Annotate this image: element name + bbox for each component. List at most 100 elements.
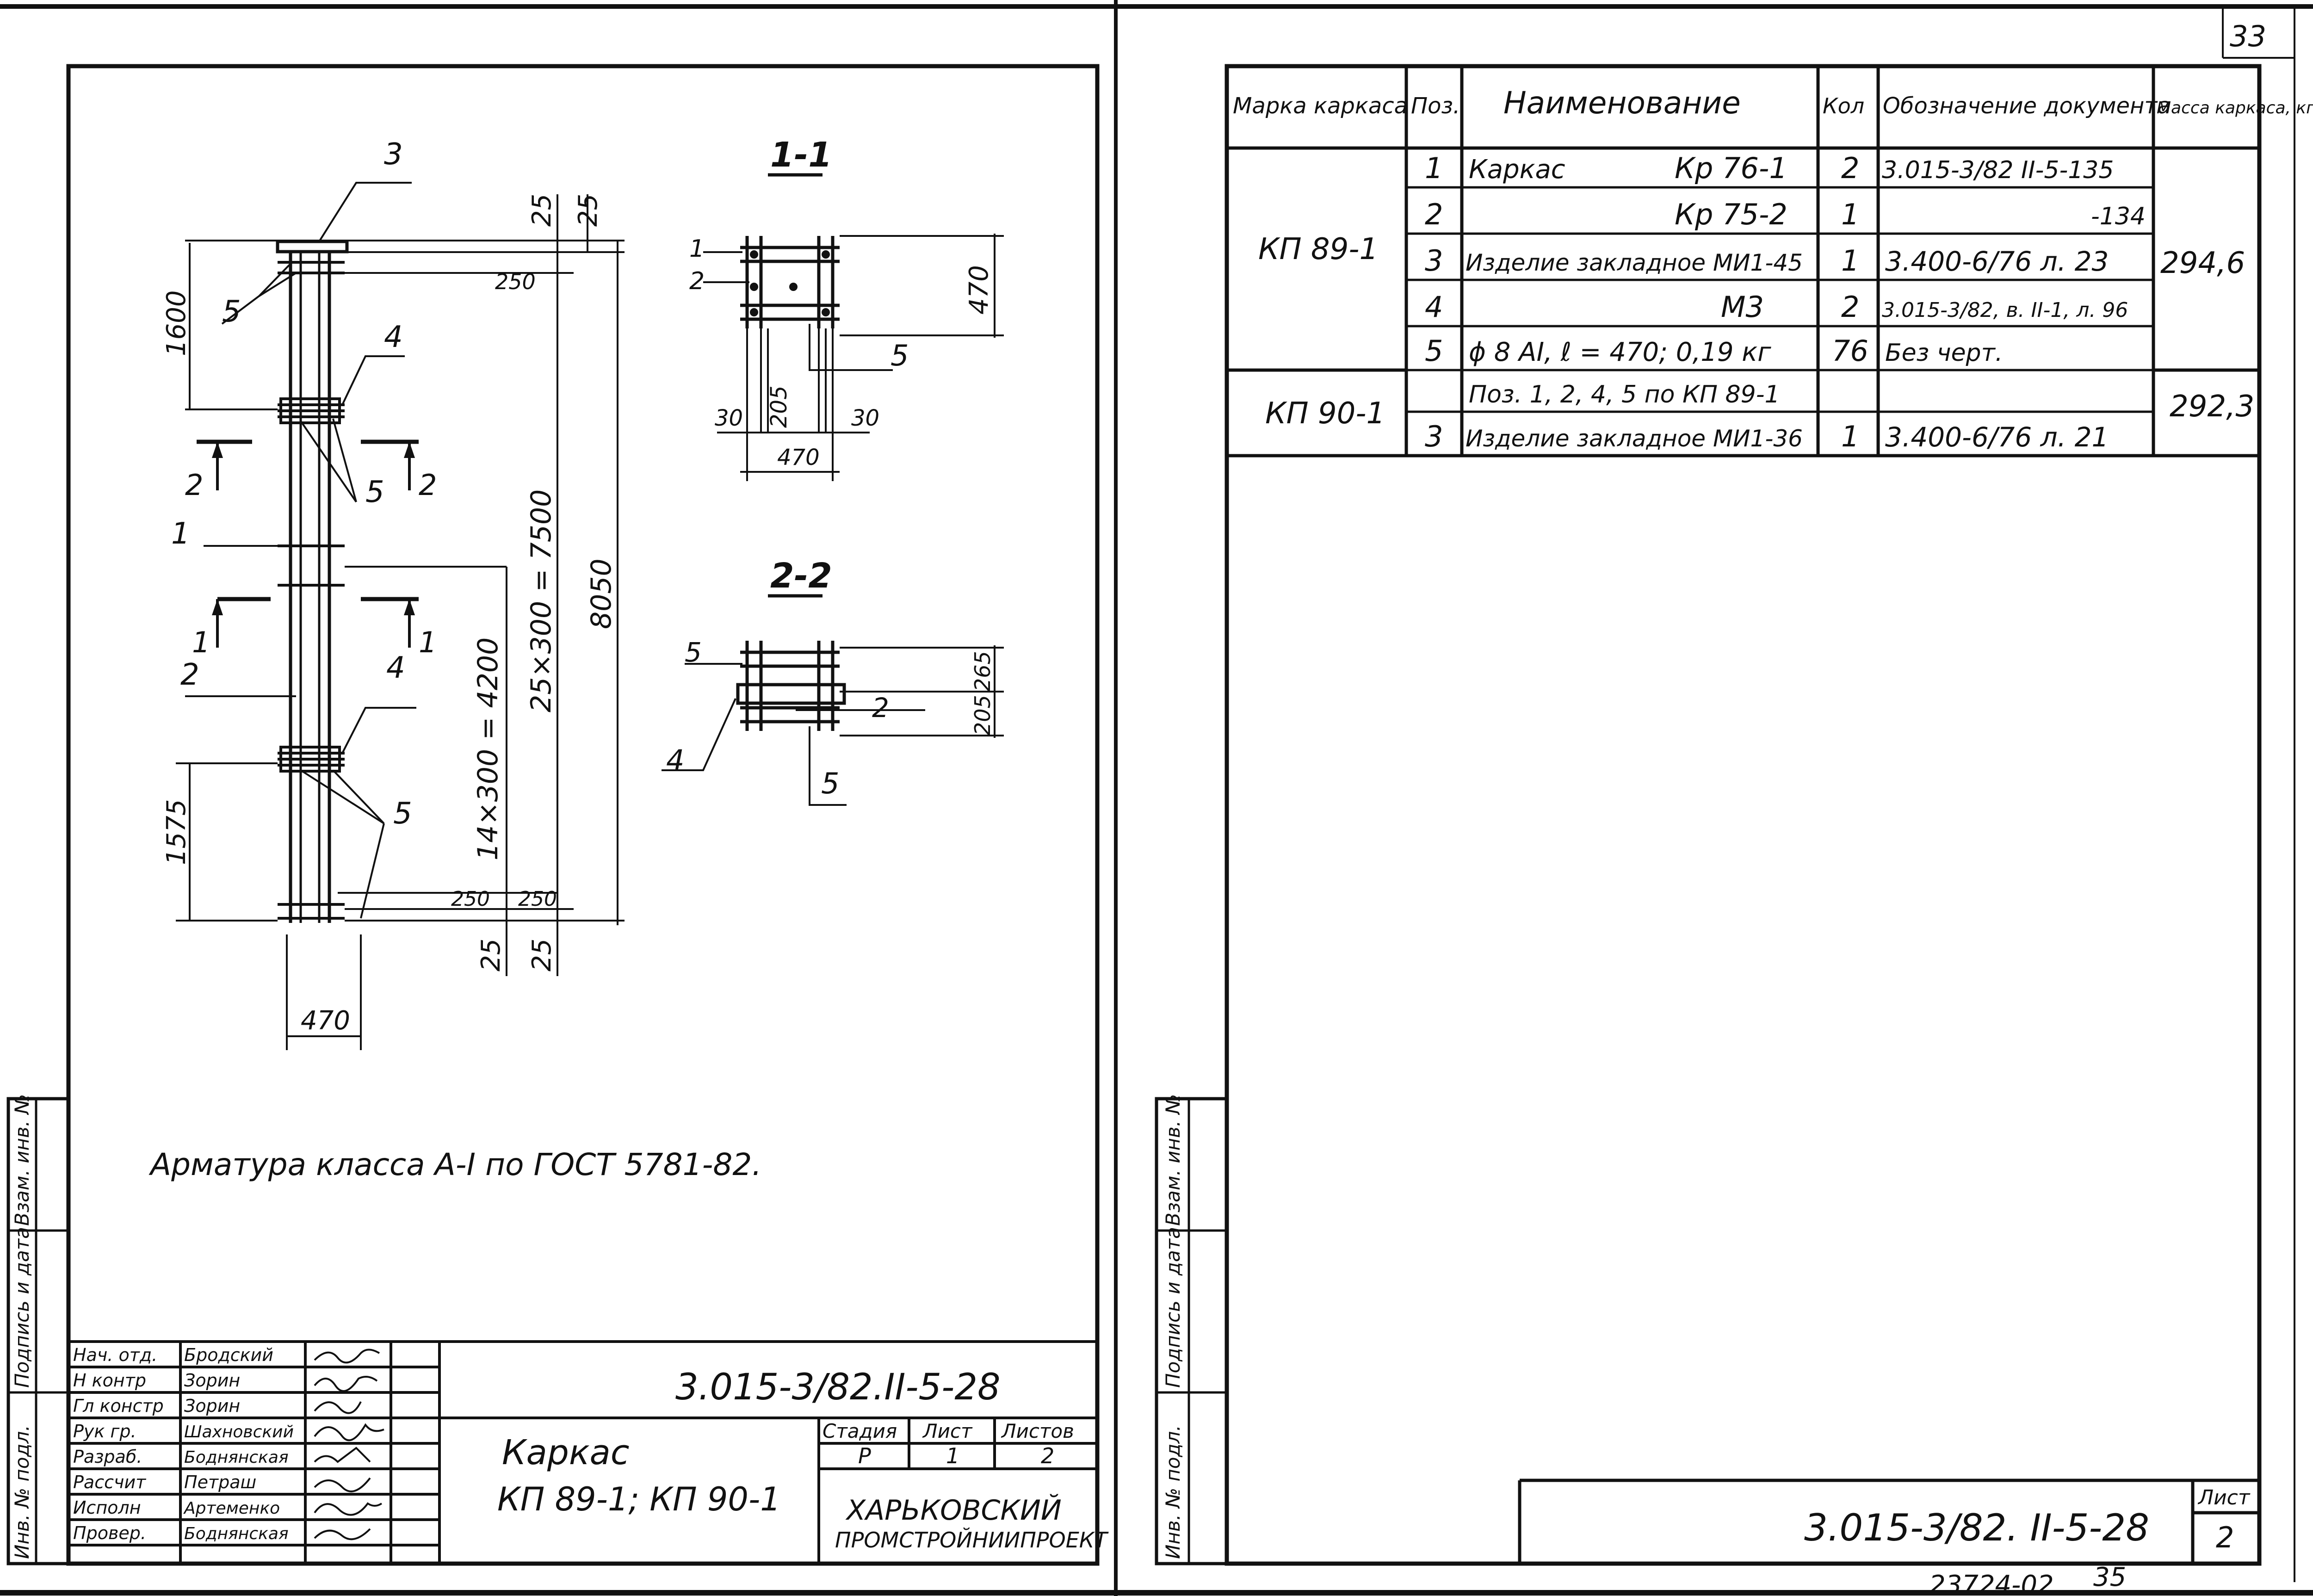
dim-7500: 25×300 = 7500	[525, 489, 557, 712]
group-mark-2: КП 90-1	[1265, 396, 1385, 431]
sec22-label-5: 5	[685, 637, 702, 668]
sec22-label-2: 2	[872, 692, 889, 724]
tb-role-2: Н контр	[73, 1370, 146, 1391]
sec11-dim-470-bottom: 470	[777, 445, 820, 470]
section-mark-1-right: 1	[419, 625, 437, 659]
spec-table: Марка каркаса Поз. Наименование Кол Обоз…	[1227, 66, 2313, 458]
group-mass-1: 294,6	[2160, 246, 2245, 280]
row1-pos: 1	[1425, 151, 1443, 185]
sec11-dim-470-right: 470	[964, 265, 994, 315]
tb-sheets-value: 2	[1041, 1443, 1054, 1468]
row7-qty: 1	[1841, 420, 1859, 453]
row3-qty: 1	[1841, 244, 1859, 278]
tb-sheet-header: Лист	[922, 1420, 973, 1442]
tb-role-4: Рук гр.	[73, 1421, 136, 1441]
row7-name-a: Изделие закладное МИ1-36	[1466, 425, 1803, 452]
tb-role-6: Рассчит	[73, 1472, 147, 1492]
reinforcement-note: Арматура класса А-I по ГОСТ 5781-82.	[148, 1147, 761, 1182]
th-mass: Масса каркаса, кг	[2157, 99, 2313, 118]
dim-250-top: 250	[495, 269, 536, 294]
sec22-dim-265: 265	[970, 651, 995, 692]
dim-8050: 8050	[585, 558, 618, 629]
row1-doc: 3.015-3/82 II-5-135	[1882, 156, 2114, 184]
callout-3: 3	[384, 137, 403, 172]
tb-role-7: Исполн	[73, 1497, 141, 1518]
tb-name-6: Петраш	[184, 1472, 256, 1492]
right-doc-code: 3.015-3/82. II-5-28	[1804, 1506, 2149, 1549]
dim-25-top-a: 25	[527, 194, 557, 227]
tb-org-line1: ХАРЬКОВСКИЙ	[845, 1494, 1062, 1527]
row5-qty: 76	[1832, 334, 1868, 368]
th-qty: Кол	[1823, 93, 1864, 118]
row1-name-b: Кр 76-1	[1675, 151, 1787, 185]
right-sheet: Инв. № подл. Подпись и дата Взам. инв. №	[1155, 64, 2313, 1566]
right-stamp-sign: Подпись и дата	[1162, 1227, 1184, 1388]
section-mark-2-left: 2	[185, 468, 203, 502]
tb-stage-value: Р	[858, 1443, 871, 1468]
tb-object-marks: КП 89-1; КП 90-1	[497, 1480, 781, 1518]
row3-doc: 3.400-6/76 л. 23	[1885, 246, 2109, 277]
archive-number: 23724-02	[1929, 1570, 2054, 1596]
right-stamp-replace: Взам. инв. №	[1162, 1094, 1184, 1226]
row3-pos: 3	[1425, 244, 1443, 278]
callout-5-top: 5	[222, 295, 241, 329]
row5-name-a: ϕ 8 АI, ℓ = 470; 0,19 кг	[1469, 337, 1771, 367]
row4-name-b: М3	[1721, 290, 1764, 324]
left-title-block: Нач. отд. Н контр Гл констр Рук гр. Разр…	[68, 1340, 1109, 1564]
section-mark-1-left: 1	[192, 625, 210, 659]
sec22-label-4: 4	[666, 743, 684, 777]
row6-name-a: Поз. 1, 2, 4, 5 по КП 89-1	[1469, 381, 1780, 408]
embedded-plate-top	[276, 240, 349, 254]
dim-250-bot-a: 250	[451, 887, 490, 911]
right-stamp-inv: Инв. № подл.	[1162, 1425, 1184, 1559]
dim-1600: 1600	[161, 290, 192, 356]
tb-doc-code: 3.015-3/82.II-5-28	[675, 1367, 1001, 1408]
right-sheet-label: Лист	[2197, 1486, 2251, 1509]
th-doc: Обозначение документа	[1883, 93, 2171, 119]
group-mass-2: 292,3	[2170, 390, 2254, 424]
tb-name-4: Шахновский	[184, 1423, 294, 1441]
tb-org-line2: ПРОМСТРОЙНИИПРОЕКТ	[835, 1528, 1109, 1553]
callout-5-lower: 5	[393, 797, 412, 831]
table-row: 5 ϕ 8 АI, ℓ = 470; 0,19 кг 76 Без черт.	[1425, 334, 2003, 368]
table-row: 2 Кр 75-2 1 -134	[1425, 198, 2146, 231]
sec11-dim-30-left: 30	[715, 405, 743, 431]
cage-elevation: 3 5 4 5 1 2 4 5 2 2 1 1 1600 25 25 250 8…	[161, 137, 625, 1050]
section-2-2-title: 2-2	[770, 556, 832, 596]
tb-name-3: Зорин	[184, 1396, 240, 1416]
row3-name-a: Изделие закладное МИ1-45	[1466, 249, 1803, 276]
sec22-label-5-bottom: 5	[821, 767, 839, 800]
tb-name-5: Боднянская	[184, 1448, 289, 1467]
table-row: 1 Каркас Кр 76-1 2 3.015-3/82 II-5-135	[1425, 151, 2114, 185]
row2-qty: 1	[1841, 198, 1859, 231]
callout-2-left: 2	[180, 658, 199, 692]
section-1-1-title: 1-1	[770, 135, 832, 175]
dim-470-bot: 470	[301, 1006, 350, 1036]
section-mark-2-right: 2	[419, 468, 437, 502]
group-mark-1: КП 89-1	[1258, 232, 1378, 266]
section-1-1: 1-1	[689, 135, 1004, 481]
left-stamp-sign: Подпись и дата	[11, 1227, 33, 1388]
bar-bundle-upper	[278, 397, 345, 424]
table-row: 3 Изделие закладное МИ1-36 1 3.400-6/76 …	[1425, 420, 2109, 453]
row2-name-b: Кр 75-2	[1675, 198, 1787, 231]
right-title-block: 3.015-3/82. II-5-28 Лист 2	[1518, 1478, 2259, 1564]
sec11-dim-30-right: 30	[851, 405, 879, 431]
tb-stage-header: Стадия	[823, 1420, 897, 1442]
left-drawing-frame	[66, 64, 1100, 1566]
row4-doc: 3.015-3/82, в. II-1, л. 96	[1882, 298, 2128, 322]
dim-25-bot-b: 25	[527, 939, 557, 971]
left-sheet: Инв. № подл. Подпись и дата Взам. инв. №	[6, 64, 1109, 1566]
tb-signatures	[314, 1349, 384, 1540]
table-row: Поз. 1, 2, 4, 5 по КП 89-1	[1469, 381, 1780, 408]
right-side-stamp: Инв. № подл. Подпись и дата Взам. инв. №	[1155, 1094, 1229, 1565]
row4-qty: 2	[1841, 290, 1859, 324]
row5-pos: 5	[1425, 334, 1443, 368]
tb-sheets-header: Листов	[1001, 1420, 1074, 1442]
left-stamp-replace: Взам. инв. №	[11, 1094, 33, 1226]
row5-doc: Без черт.	[1885, 339, 2003, 367]
tb-name-1: Бродский	[184, 1345, 273, 1365]
sec11-label-1: 1	[689, 235, 705, 263]
callout-4-upper: 4	[384, 320, 403, 354]
